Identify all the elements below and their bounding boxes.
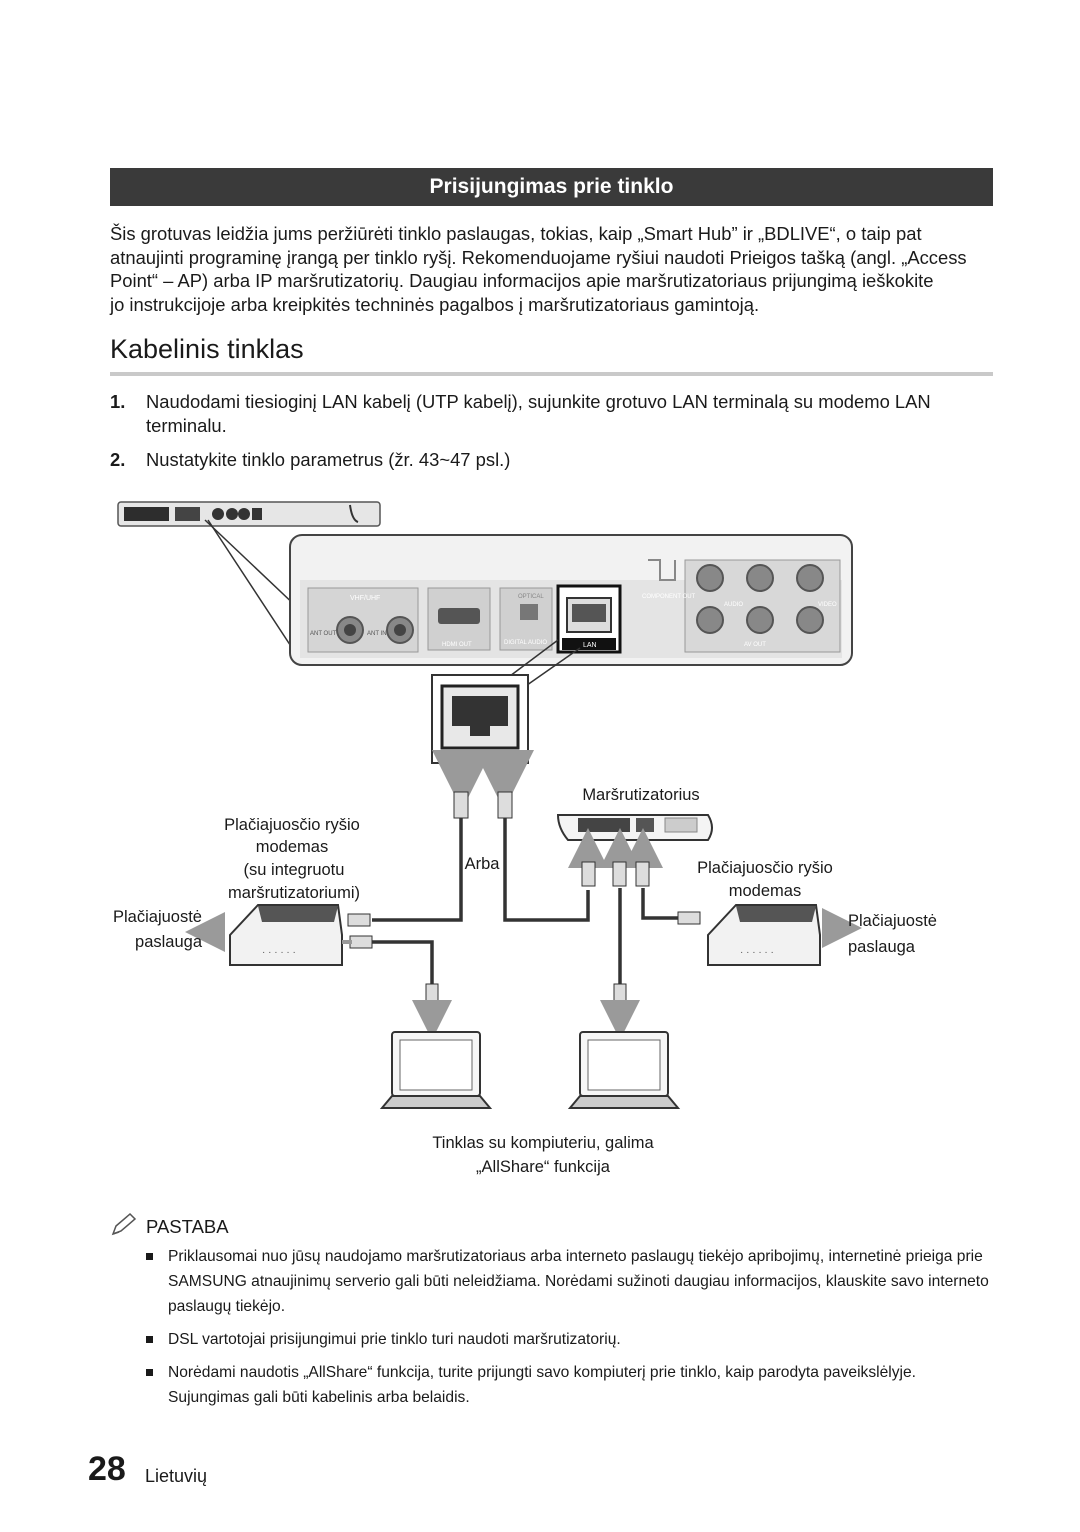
panel-ant-in: ANT IN [367,631,387,637]
router-label: Maršrutizatorius [582,786,699,804]
intro-paragraph: Šis grotuvas leidžia jums peržiūrėti tin… [110,222,990,316]
note-item: Norėdami naudotis „AllShare“ funkcija, t… [146,1360,996,1410]
page-number: 28 [88,1450,126,1488]
note-line: SAMSUNG atnaujinimų serverio gali būti n… [168,1273,989,1290]
modem-left: · · · · · · [229,904,343,966]
panel-av-out: AV OUT [744,642,766,648]
step-number: 1. [110,391,126,412]
intro-line: Šis grotuvas leidžia jums peržiūrėti tin… [110,223,922,244]
pencil-icon [111,1212,137,1236]
network-diagram: VHF/UHF ANT OUT ANT IN HDMI OUT OPTICAL … [113,501,937,1176]
modem-left-label: maršrutizatoriumi) [228,884,360,902]
step-text: Nustatykite tinklo parametrus (žr. 43~47… [146,448,986,472]
player-back-panel [117,501,381,527]
service-left-label: Plačiajuostė [113,908,202,926]
step-text: Naudodami tiesioginį LAN kabelį (UTP kab… [146,390,986,438]
cable-plug [453,791,513,819]
modem-left-label: Plačiajuosčio ryšio [224,816,360,834]
bullet-icon [146,1336,153,1343]
step-line: Naudodami tiesioginį LAN kabelį (UTP kab… [146,391,931,412]
panel-video: VIDEO [818,602,837,608]
section-title: Prisijungimas prie tinklo [110,168,993,206]
modem-right-label: modemas [729,882,801,900]
bullet-icon [146,1253,153,1260]
bullet-icon [146,1369,153,1376]
panel-digital: DIGITAL AUDIO [504,640,547,646]
modem-right-label: Plačiajuosčio ryšio [697,859,833,877]
panel-hdmi: HDMI OUT [442,642,472,648]
modem-left-label: modemas [256,838,328,856]
note-line: Sujungimas gali būti kabelinis arba bela… [168,1389,470,1406]
panel-component: COMPONENT OUT [642,594,696,600]
caption-label: Tinklas su kompiuteriu, galima [432,1134,654,1152]
svg-text:· · · · · ·: · · · · · · [262,947,296,958]
step-number: 2. [110,449,126,470]
note-title: PASTABA [146,1216,229,1237]
note-line: DSL vartotojai prisijungimui prie tinklo… [168,1331,621,1348]
note-list: Priklausomai nuo jūsų naudojamo maršruti… [146,1244,996,1418]
note-line: Priklausomai nuo jūsų naudojamo maršruti… [168,1248,983,1265]
zoomed-panel: VHF/UHF ANT OUT ANT IN HDMI OUT OPTICAL … [289,534,853,666]
step-line: Nustatykite tinklo parametrus (žr. 43~47… [146,449,511,470]
note-line: paslaugų tiekėjo. [168,1298,286,1315]
modem-right: · · · · · · [707,904,821,966]
panel-optical: OPTICAL [518,594,544,600]
service-right-label: paslauga [848,938,916,956]
router [556,814,713,841]
panel-audio: AUDIO [724,602,743,608]
caption-label: „AllShare“ funkcija [476,1158,611,1176]
panel-vhf: VHF/UHF [350,595,380,602]
laptop-right [567,1031,681,1109]
intro-line: jo instrukcijoje arba kreipkitės technin… [110,293,760,315]
svg-text:· · · · · ·: · · · · · · [740,947,774,958]
intro-line: atnaujinti programinę įrangą per tinklo … [110,246,967,268]
service-right-label: Plačiajuostė [848,912,937,930]
step-1: 1. Naudodami tiesioginį LAN kabelį (UTP … [110,390,990,440]
arba-label: Arba [465,855,501,873]
panel-ant-out: ANT OUT [310,631,337,637]
modem-left-label: (su integruotu [244,861,345,879]
intro-line: Point“ – AP) arba IP maršrutizatorių. Da… [110,270,934,291]
page-heading: Kabelinis tinklas [110,334,304,364]
step-2: 2. Nustatykite tinklo parametrus (žr. 43… [110,448,990,474]
note-item: DSL vartotojai prisijungimui prie tinklo… [146,1327,996,1352]
laptop-left [379,1031,493,1109]
step-line: terminalu. [146,415,227,436]
note-line: Norėdami naudotis „AllShare“ funkcija, t… [168,1364,916,1381]
service-left-label: paslauga [135,933,203,951]
page-language: Lietuvių [145,1466,208,1486]
note-item: Priklausomai nuo jūsų naudojamo maršruti… [146,1244,996,1319]
heading-rule [110,372,993,376]
panel-lan: LAN [583,642,597,649]
lan-port-callout [431,674,529,764]
